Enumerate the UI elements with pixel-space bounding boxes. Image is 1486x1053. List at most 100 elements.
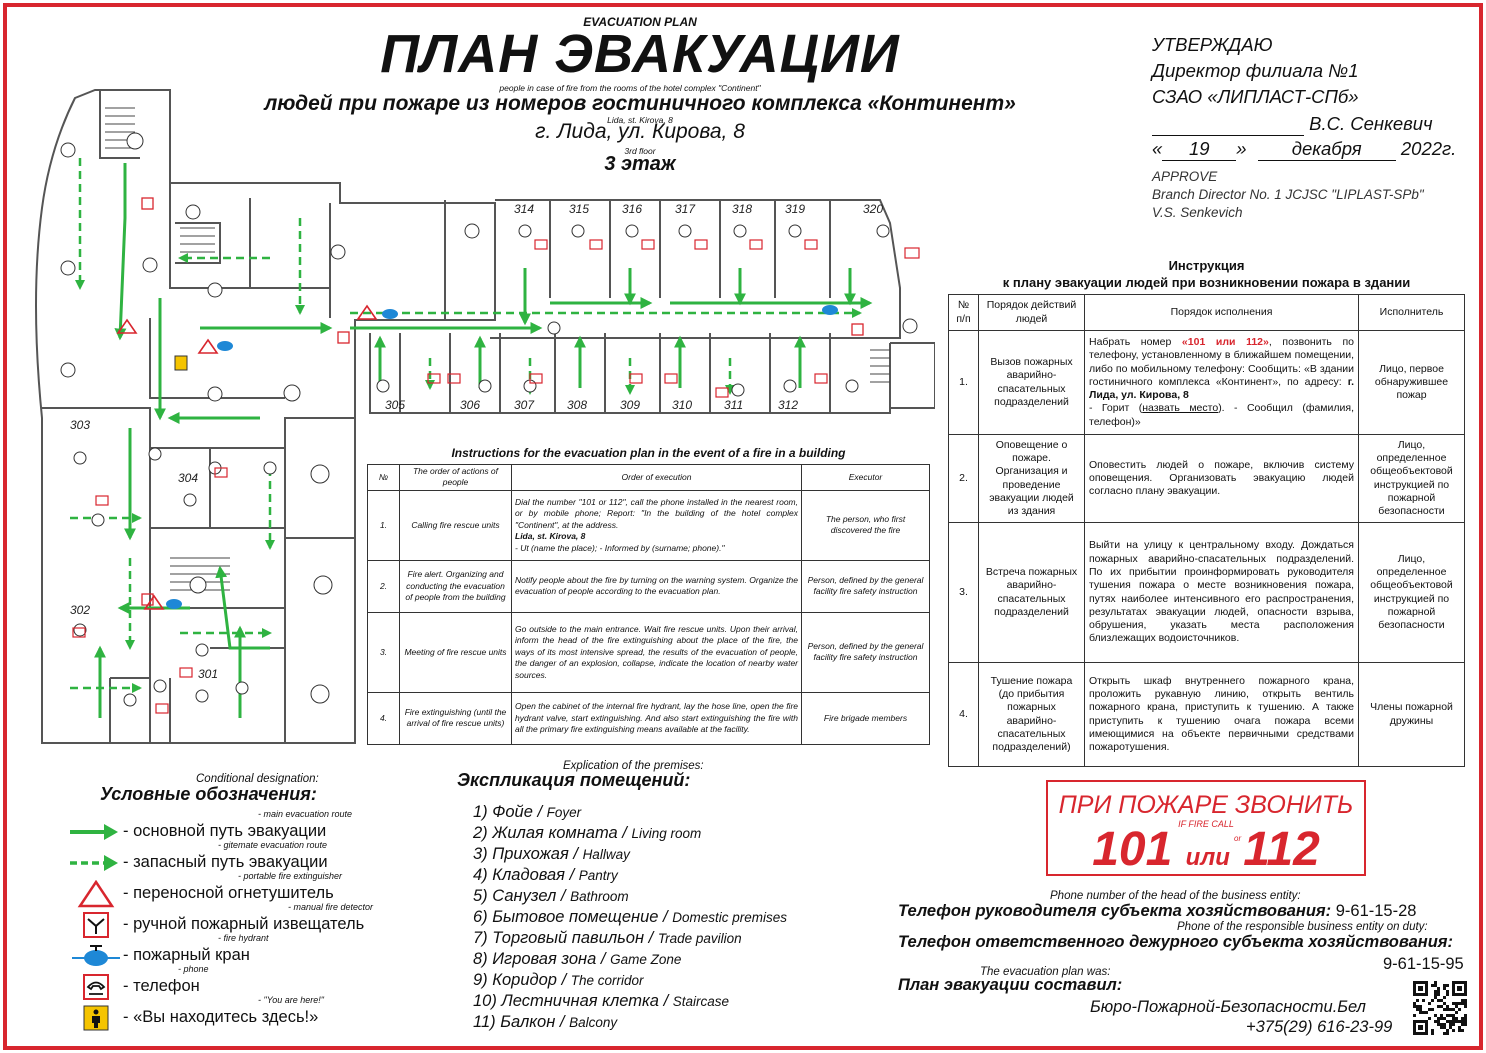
phone-icon xyxy=(83,974,109,1000)
legend-en: - fire hydrant xyxy=(218,933,269,943)
row-execution: Открыть шкаф внутреннего пожарного крана… xyxy=(1084,662,1359,767)
row-executor: Person, defined by the general facility … xyxy=(801,611,930,693)
exec-text: - Горит ( xyxy=(1089,402,1143,415)
table-row: 2. Оповещение о пожаре. Организация и пр… xyxy=(948,434,1465,523)
row-number: 1. xyxy=(367,489,400,561)
row-execution: Выйти на улицу к центральному входу. Дож… xyxy=(1084,522,1359,663)
svg-text:318: 318 xyxy=(732,202,752,216)
instructions-en-table: № The order of actions of people Order o… xyxy=(367,464,930,745)
approve-day: 19 xyxy=(1162,138,1237,161)
list-item: 1) Фойе / Foyer xyxy=(473,803,582,821)
row-executor: The person, who first discovered the fir… xyxy=(801,489,930,561)
list-item: 10) Лестничная клетка / Staircase xyxy=(473,992,730,1010)
svg-text:308: 308 xyxy=(567,398,587,412)
address-en: Lida, st. Kirova, 8 xyxy=(607,115,673,125)
item-en: Bathroom xyxy=(570,889,629,904)
table-row: 2. Fire alert. Organizing and conducting… xyxy=(367,559,930,613)
legend-item: - main evacuation route - основной путь … xyxy=(68,809,368,846)
title-en: EVACUATION PLAN xyxy=(583,15,697,29)
approve-year: 2022г. xyxy=(1400,138,1457,159)
fire-call-title-en: IF FIRE CALL xyxy=(1178,819,1234,829)
list-item: 9) Коридор / The corridor xyxy=(473,971,644,989)
item-en: Pantry xyxy=(578,868,618,883)
item-en: Balcony xyxy=(569,1015,618,1030)
fire-extinguisher-icon xyxy=(77,880,115,908)
legend-item: - fire hydrant - пожарный кран xyxy=(68,933,368,970)
floor-en: 3rd floor xyxy=(624,146,656,156)
head-phone-number: 9-61-15-28 xyxy=(1335,902,1417,920)
table-row: 4. Fire extinguishing (until the arrival… xyxy=(367,691,930,745)
qr-code[interactable] xyxy=(1412,980,1468,1036)
row-number: 4. xyxy=(948,662,979,767)
duty-phone-label: Телефон ответственного дежурного субъект… xyxy=(898,933,1454,951)
fire-or-en: or xyxy=(1234,834,1242,843)
you-are-here-icon xyxy=(83,1005,109,1031)
legend-en: - main evacuation route xyxy=(258,809,353,819)
room-codes xyxy=(60,132,918,707)
header-cell: Order of execution xyxy=(511,464,802,491)
legend-label: - телефон xyxy=(123,977,200,995)
legend-en: - phone xyxy=(178,964,209,974)
item-en: Foyer xyxy=(546,805,582,820)
exec-text: - Ut (name the place); - Informed by (su… xyxy=(515,542,725,553)
svg-text:314: 314 xyxy=(514,202,534,216)
item-en: Staircase xyxy=(672,994,730,1009)
list-item: 8) Игровая зона / Game Zone xyxy=(473,950,682,968)
svg-text:307: 307 xyxy=(514,398,535,412)
approve-line3: СЗАО «ЛИПЛАСТ-СПб» xyxy=(1152,86,1359,107)
staircases xyxy=(105,107,890,591)
svg-text:306: 306 xyxy=(460,398,480,412)
svg-text:303: 303 xyxy=(70,418,90,432)
row-execution: Notify people about the fire by turning … xyxy=(511,559,802,613)
approve-signer: В.С. Сенкевич xyxy=(1309,113,1433,134)
table-row: 3. Встреча пожарных аварийно-спасательны… xyxy=(948,522,1465,663)
duty-phone-number: 9-61-15-95 xyxy=(1383,955,1464,973)
exec-place: назвать место xyxy=(1142,402,1219,415)
head-phone-label: Телефон руководителя субъекта хозяйствов… xyxy=(898,902,1332,920)
header-cell: № п/п xyxy=(948,294,979,331)
svg-text:301: 301 xyxy=(198,667,218,681)
exec-text: ). - Сообщил (фамилия, телефон)» xyxy=(1089,402,1354,428)
svg-text:319: 319 xyxy=(785,202,805,216)
approve-en3: V.S. Senkevich xyxy=(1152,205,1243,220)
legend-en: - "You are here!" xyxy=(258,995,324,1005)
row-action: Вызов пожарных аварийно-спасательных под… xyxy=(978,330,1085,435)
date-quote-close: » xyxy=(1236,138,1247,159)
caption-line: к плану эвакуации людей при возникновени… xyxy=(1002,274,1411,290)
header-cell: Executor xyxy=(801,464,930,491)
fire-or: или xyxy=(1185,844,1230,871)
legend-label: - переносной огнетушитель xyxy=(123,884,334,902)
header-cell: The order of actions of people xyxy=(399,464,512,491)
item-ru: 11) Балкон xyxy=(473,1013,556,1031)
row-number: 3. xyxy=(948,522,979,663)
approve-line2: Директор филиала №1 xyxy=(1152,60,1359,81)
item-en: Domestic premises xyxy=(672,910,788,925)
made-by-en: The evacuation plan was: xyxy=(980,966,1111,978)
row-execution: Набрать номер «101 или 112», позвонить п… xyxy=(1084,330,1359,435)
legend-item: - manual fire detector - ручной пожарный… xyxy=(68,902,373,939)
legend-item: - portable fire extinguisher - переносно… xyxy=(68,871,368,908)
table-header: № п/п Порядок действий людей Порядок исп… xyxy=(948,294,1465,331)
row-executor: Лицо, первое обнаружившее пожар xyxy=(1358,330,1465,435)
row-number: 1. xyxy=(948,330,979,435)
signature-line xyxy=(1152,113,1304,136)
subtitle-ru: людей при пожаре из номеров гостиничного… xyxy=(264,92,1016,115)
row-action: Тушение пожара (до прибытия пожарных ава… xyxy=(978,662,1085,767)
walls xyxy=(35,89,935,744)
item-en: Hallway xyxy=(582,847,630,862)
approve-en1: APPROVE xyxy=(1152,169,1218,184)
row-action: Meeting of fire rescue units xyxy=(399,611,512,693)
table-header: № The order of actions of people Order o… xyxy=(367,464,930,491)
plan-symbols xyxy=(72,197,920,714)
row-executor: Fire brigade members xyxy=(801,691,930,745)
list-item: 2) Жилая комната / Living room xyxy=(473,824,702,842)
item-ru: 6) Бытовое помещение xyxy=(473,908,659,926)
page-frame xyxy=(3,3,1483,1050)
item-en: Living room xyxy=(631,826,702,841)
legend-item: - phone - телефон xyxy=(68,964,368,1001)
row-execution: Оповестить людей о пожаре, включив систе… xyxy=(1084,434,1359,523)
made-by-phone: +375(29) 616-23-99 xyxy=(1246,1018,1393,1036)
item-ru: 8) Игровая зона xyxy=(473,950,597,968)
